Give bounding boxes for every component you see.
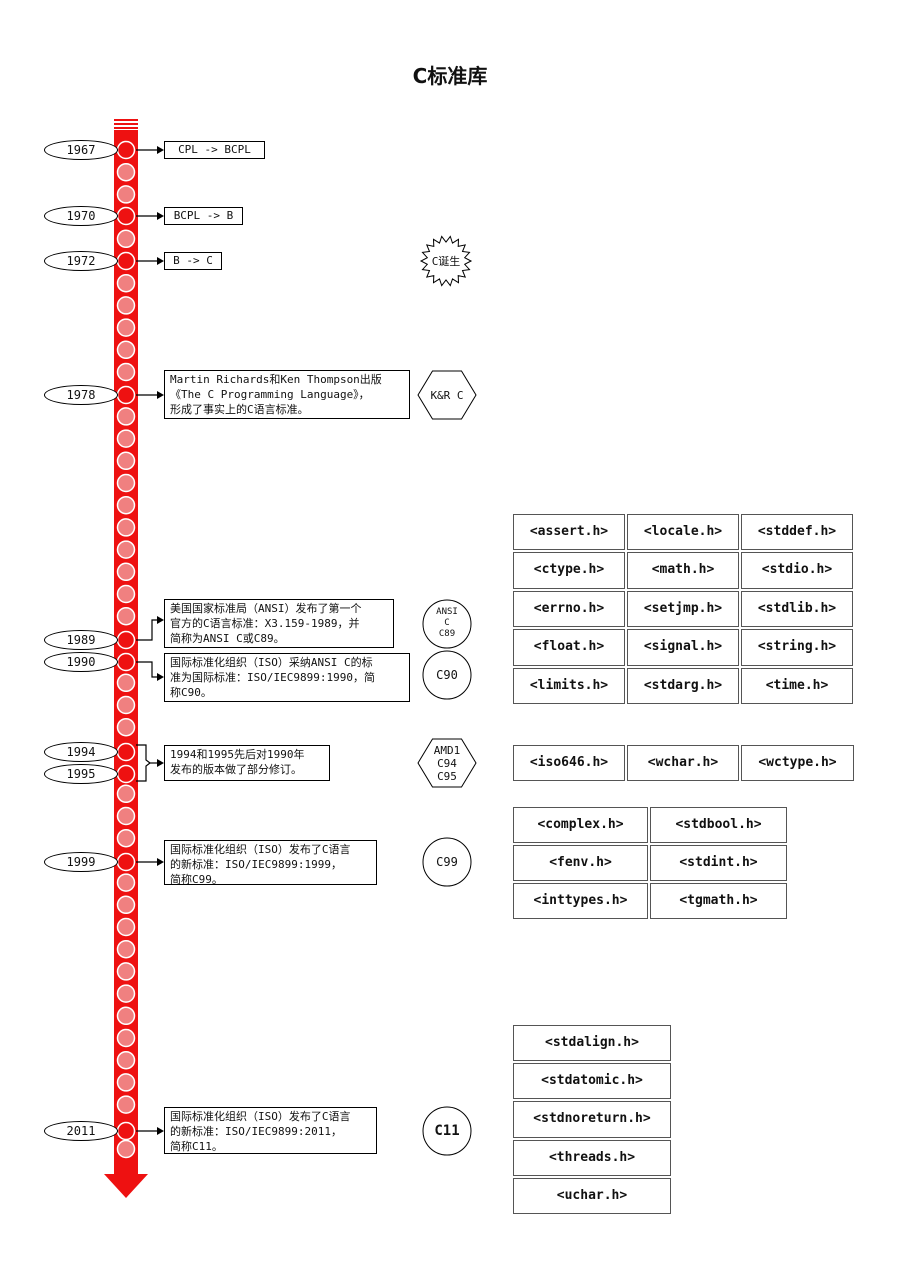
axis-dot bbox=[116, 828, 136, 848]
note-arrow bbox=[157, 391, 164, 399]
axis-dot bbox=[116, 606, 136, 626]
axis-event-dot bbox=[116, 251, 136, 271]
note-arrow bbox=[157, 858, 164, 866]
bracket bbox=[136, 744, 151, 782]
axis-dot bbox=[116, 673, 136, 693]
axis-dot bbox=[116, 695, 136, 715]
axis-event-dot bbox=[116, 630, 136, 650]
axis-dot bbox=[116, 584, 136, 604]
circle-shape bbox=[422, 650, 472, 700]
note-arrow bbox=[157, 212, 164, 220]
timeline-axis bbox=[104, 119, 148, 1198]
axis-event-dot bbox=[116, 1121, 136, 1141]
axis-dot bbox=[116, 1095, 136, 1114]
axis-cap-line bbox=[114, 119, 138, 121]
circle-shape bbox=[422, 599, 472, 649]
axis-dot bbox=[116, 1050, 136, 1070]
axis-dot bbox=[116, 895, 136, 915]
axis-dot bbox=[116, 185, 136, 204]
circle-shape bbox=[422, 837, 472, 887]
axis-dot bbox=[116, 1073, 136, 1092]
axis-dot bbox=[116, 296, 136, 315]
starburst-shape bbox=[419, 235, 473, 287]
axis-dot bbox=[116, 806, 136, 826]
note-arrow bbox=[157, 673, 164, 681]
axis-cap-line bbox=[114, 127, 138, 129]
axis-dot bbox=[116, 518, 136, 537]
note-arrow bbox=[157, 257, 164, 265]
axis-event-dot bbox=[116, 206, 136, 226]
axis-event-dot bbox=[116, 652, 136, 672]
axis-dot bbox=[116, 917, 136, 937]
note-connector bbox=[136, 619, 158, 641]
axis-event-dot bbox=[116, 140, 136, 160]
axis-dot bbox=[116, 273, 136, 293]
note-arrow bbox=[157, 146, 164, 154]
axis-cap-line bbox=[114, 123, 138, 125]
note-arrow bbox=[157, 759, 164, 767]
axis-event-dot bbox=[116, 742, 136, 762]
axis-dot bbox=[116, 162, 136, 182]
axis-dot bbox=[116, 717, 136, 737]
page-title: C标准库 bbox=[412, 64, 488, 88]
axis-dot bbox=[116, 495, 136, 515]
axis-dot bbox=[116, 562, 136, 582]
axis-dot bbox=[116, 939, 136, 959]
axis-dot bbox=[116, 340, 136, 360]
axis-dot bbox=[116, 362, 136, 382]
axis-event-dot bbox=[116, 764, 136, 784]
axis-dot bbox=[116, 984, 136, 1003]
note-connector bbox=[136, 661, 158, 678]
axis-dot bbox=[116, 407, 136, 426]
badge-shapes bbox=[417, 235, 477, 1156]
axis-arrow-head bbox=[104, 1174, 148, 1198]
note-arrow bbox=[157, 1127, 164, 1135]
axis-dot bbox=[116, 873, 136, 892]
axis-dot bbox=[116, 429, 136, 448]
circle-shape bbox=[422, 1106, 472, 1156]
axis-dot bbox=[116, 1028, 136, 1048]
axis-dot bbox=[116, 784, 136, 804]
note-arrow bbox=[157, 616, 164, 624]
hexagon-shape bbox=[417, 370, 477, 420]
axis-dot bbox=[116, 540, 136, 559]
hexagon-shape bbox=[417, 738, 477, 788]
axis-dot bbox=[116, 318, 136, 337]
axis-event-dot bbox=[116, 385, 136, 405]
axis-dot bbox=[116, 962, 136, 981]
axis-dot bbox=[116, 229, 136, 249]
axis-dot bbox=[116, 451, 136, 471]
axis-dot bbox=[116, 1006, 136, 1026]
axis-dot bbox=[116, 473, 136, 493]
axis-event-dot bbox=[116, 852, 136, 872]
axis-dot bbox=[116, 1139, 136, 1159]
